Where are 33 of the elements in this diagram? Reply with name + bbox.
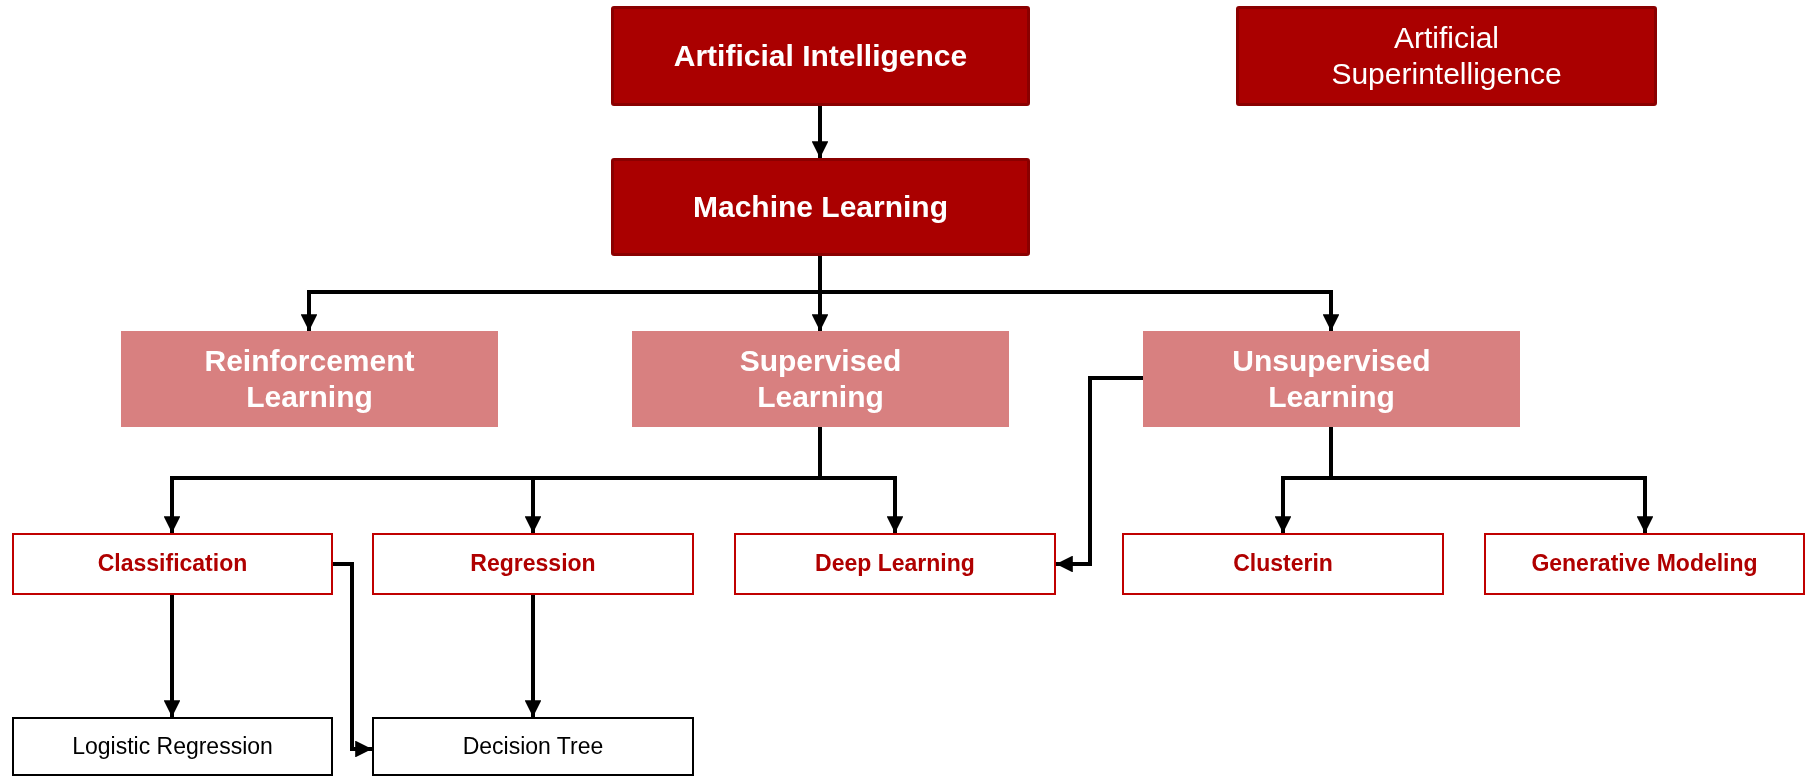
- node-label: Regression: [470, 550, 596, 578]
- node-label: Unsupervised Learning: [1231, 343, 1432, 415]
- node-label: Deep Learning: [815, 550, 975, 578]
- ai-box: [1236, 6, 1657, 106]
- node-label: Artificial Intelligence: [673, 38, 968, 74]
- arrow: [333, 562, 372, 758]
- category-box: [632, 331, 1009, 427]
- arrow: [1329, 427, 1654, 533]
- arrow: [811, 106, 829, 158]
- category-box: [1143, 331, 1520, 427]
- task-box: [372, 533, 694, 595]
- category-box: [121, 331, 498, 427]
- node-label: Supervised Learning: [738, 343, 903, 415]
- node-label: Generative Modeling: [1531, 550, 1758, 578]
- arrow: [524, 595, 542, 717]
- node-label: Clusterin: [1233, 550, 1333, 578]
- node-label: Machine Learning: [692, 189, 948, 225]
- task-box: [1122, 533, 1444, 595]
- node-label: Logistic Regression: [72, 732, 273, 761]
- arrow: [163, 595, 181, 717]
- node-label: Classification: [97, 550, 248, 578]
- arrow: [818, 427, 904, 533]
- node-label: Reinforcement Learning: [203, 343, 416, 415]
- node-label: Decision Tree: [462, 732, 604, 761]
- task-box: [12, 533, 333, 595]
- ml-box: [611, 158, 1030, 256]
- ai-box: [611, 6, 1030, 106]
- task-box: [1484, 533, 1805, 595]
- task-box: [734, 533, 1056, 595]
- node-label: Artificial Superintelligence: [1330, 20, 1563, 92]
- algorithm-box: [12, 717, 333, 776]
- algorithm-box: [372, 717, 694, 776]
- arrow: [1056, 376, 1143, 573]
